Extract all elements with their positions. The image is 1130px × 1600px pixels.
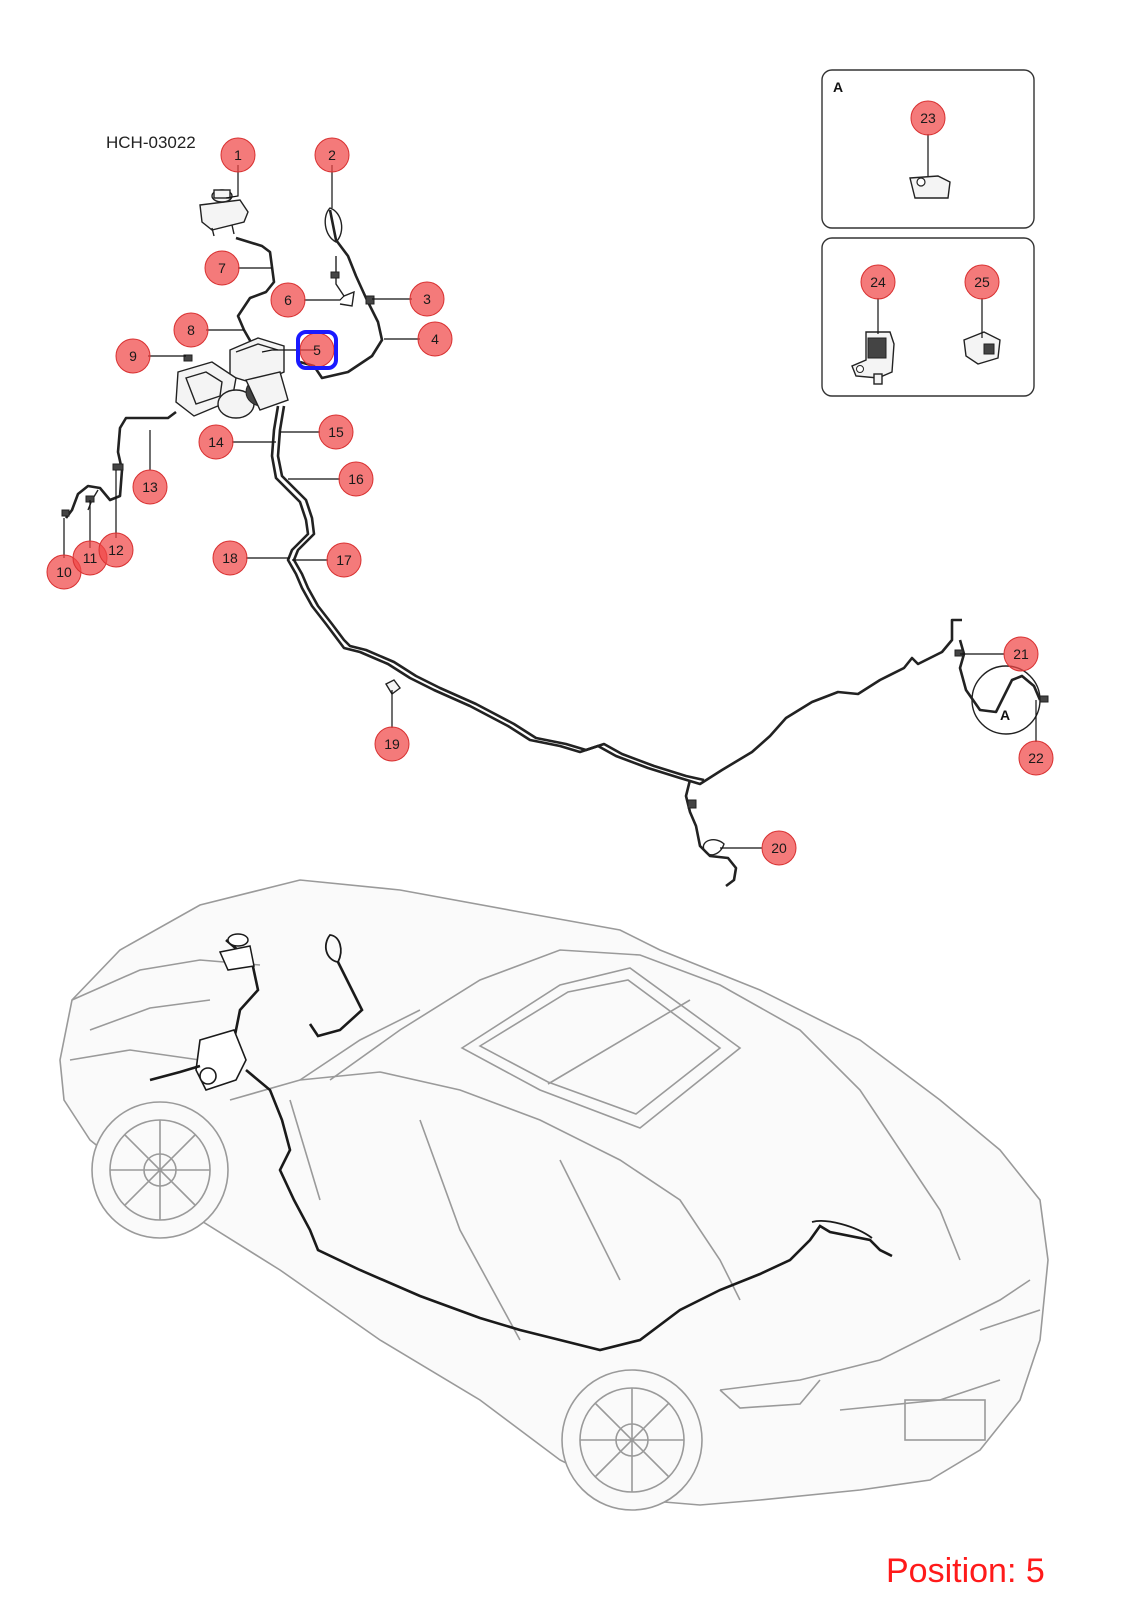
detail-a-label: A xyxy=(833,79,843,95)
rear-wheel xyxy=(561,1369,703,1511)
callout-8[interactable]: 8 xyxy=(187,322,195,338)
callout-5[interactable]: 5 xyxy=(313,342,321,358)
position-label: Position: 5 xyxy=(886,1552,1045,1590)
callout-11[interactable]: 11 xyxy=(83,550,98,566)
callout-2[interactable]: 2 xyxy=(328,147,336,163)
callout-4[interactable]: 4 xyxy=(431,331,439,347)
detail-box-b xyxy=(821,237,1035,397)
callout-20[interactable]: 20 xyxy=(771,840,787,856)
callout-9[interactable]: 9 xyxy=(129,348,137,364)
callout-23[interactable]: 23 xyxy=(920,110,936,126)
front-wheel xyxy=(91,1101,229,1239)
connector-25-part xyxy=(963,331,1001,365)
callout-1[interactable]: 1 xyxy=(234,147,242,163)
clip-23-part xyxy=(909,175,951,199)
callout-19[interactable]: 19 xyxy=(384,736,400,752)
callout-25[interactable]: 25 xyxy=(974,274,990,290)
callout-layer xyxy=(46,100,1054,866)
callout-13[interactable]: 13 xyxy=(142,479,158,495)
callout-12[interactable]: 12 xyxy=(108,542,124,558)
brake-system-layout: A xyxy=(61,189,1049,888)
detail-marker-label: A xyxy=(1000,707,1010,723)
callout-21[interactable]: 21 xyxy=(1013,646,1029,662)
callout-6[interactable]: 6 xyxy=(284,292,292,308)
sensor-24-part xyxy=(851,331,895,385)
callout-18[interactable]: 18 xyxy=(222,550,238,566)
callout-22[interactable]: 22 xyxy=(1028,750,1044,766)
callout-labels: 1 2 3 4 5 6 7 8 9 10 11 12 13 14 15 16 1… xyxy=(56,110,1044,856)
drawing-id: HCH-03022 xyxy=(106,133,196,152)
callout-3[interactable]: 3 xyxy=(423,291,431,307)
brake-fluid-reservoir xyxy=(199,189,249,237)
callout-16[interactable]: 16 xyxy=(348,471,364,487)
car-brake-lines xyxy=(149,933,893,1352)
callout-17[interactable]: 17 xyxy=(336,552,352,568)
selected-callout-highlight xyxy=(296,330,338,370)
callout-10[interactable]: 10 xyxy=(56,564,72,580)
callout-24[interactable]: 24 xyxy=(870,274,886,290)
abs-hydraulic-unit xyxy=(175,337,289,419)
callout-15[interactable]: 15 xyxy=(328,424,344,440)
callout-14[interactable]: 14 xyxy=(208,434,224,450)
callout-7[interactable]: 7 xyxy=(218,260,226,276)
car-illustration xyxy=(59,879,1049,1511)
